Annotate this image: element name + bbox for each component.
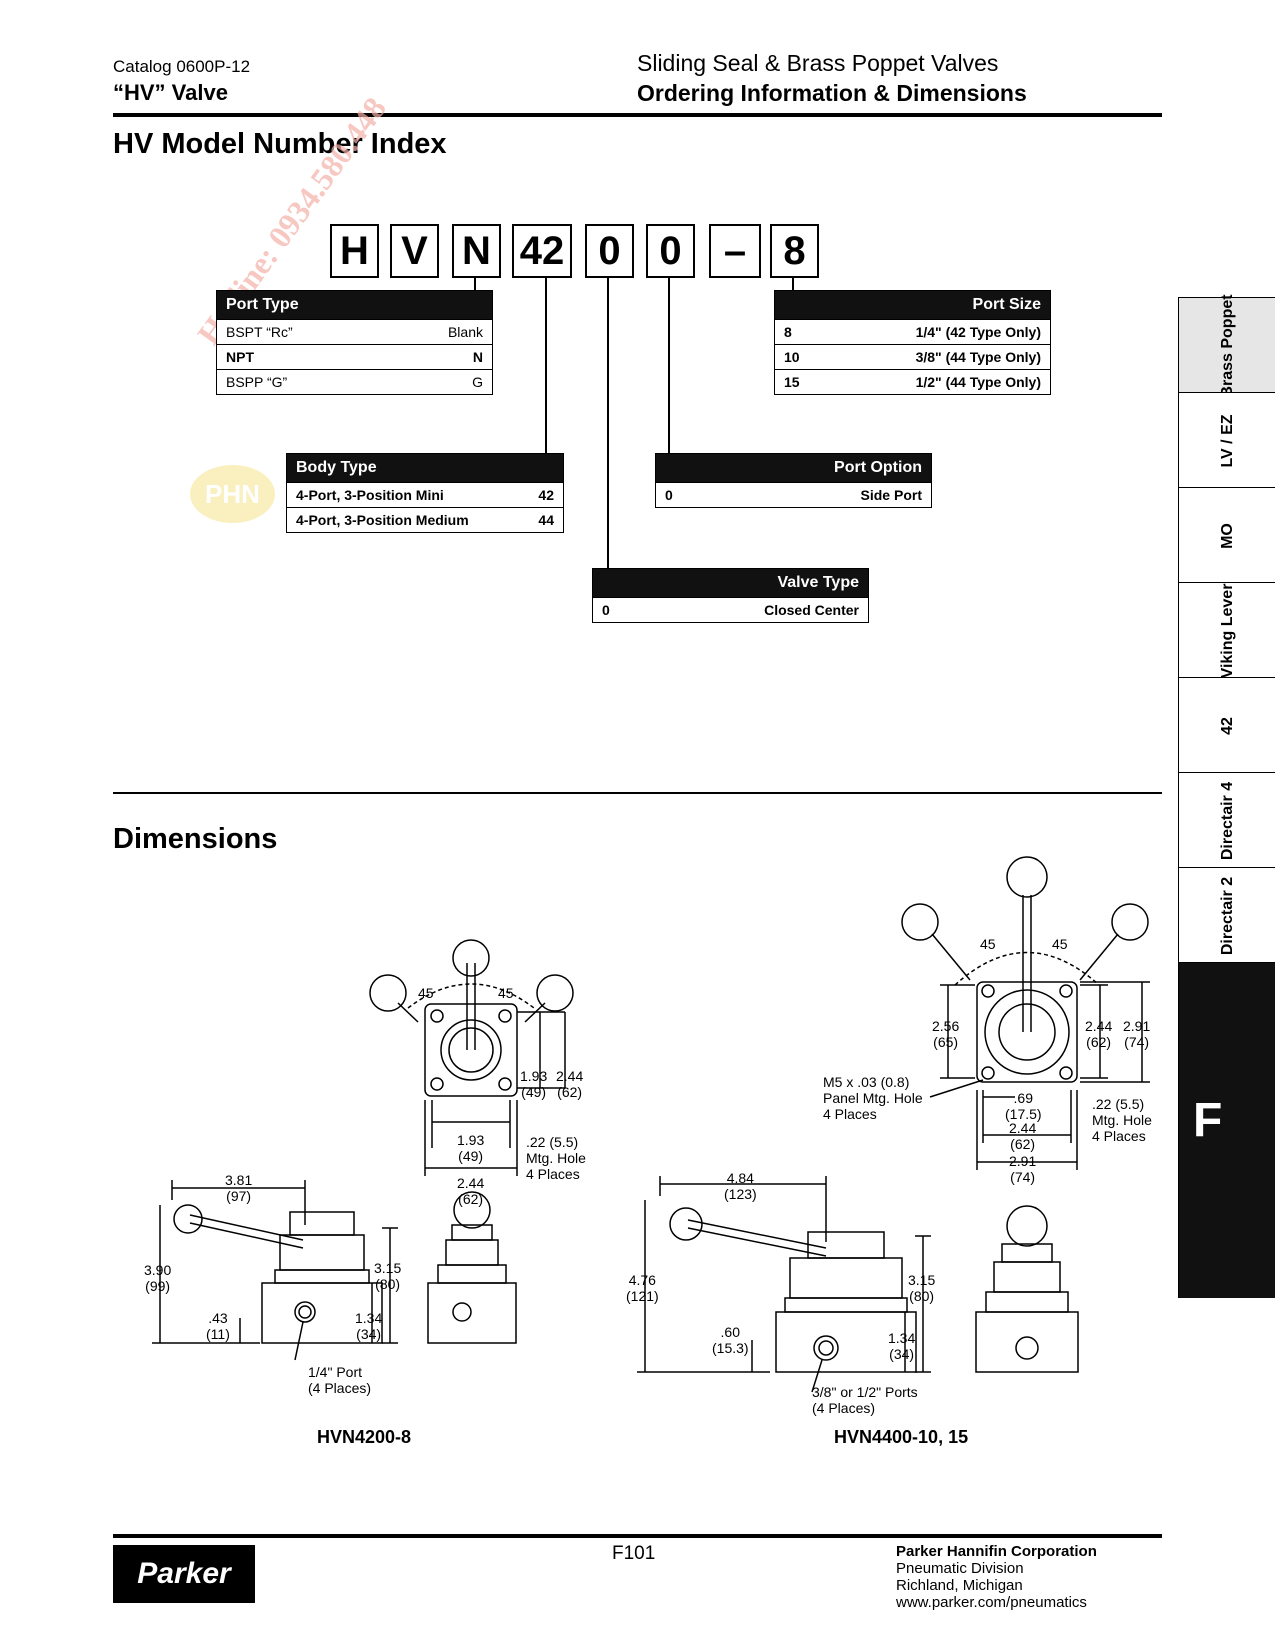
footer-rule <box>113 1534 1162 1538</box>
right-dim-3: 2.91(74) <box>1123 1018 1151 1050</box>
right-dim-5: 2.44(62) <box>1009 1120 1037 1152</box>
left-angle-b: 45 <box>498 985 514 1001</box>
tab-mo[interactable]: MO <box>1178 487 1275 583</box>
tab-brass-poppet[interactable]: Brass Poppet <box>1178 294 1275 397</box>
left-dim-1: 1.93(49) <box>520 1068 548 1100</box>
port-size-header: Port Size <box>775 291 1050 319</box>
corporate-address: Parker Hannifin Corporation Pneumatic Di… <box>896 1543 1097 1611</box>
tab-lv-ez[interactable]: LV / EZ <box>1178 392 1275 488</box>
right-caption: HVN4400-10, 15 <box>834 1427 969 1447</box>
corp-name: Parker Hannifin Corporation <box>896 1543 1097 1560</box>
corp-city: Richland, Michigan <box>896 1577 1023 1594</box>
left-width: 3.81(97) <box>225 1172 253 1204</box>
left-dim-2: 2.44(62) <box>556 1068 584 1100</box>
tab-directair-4[interactable]: Directair 4 <box>1178 772 1275 868</box>
left-dim-3: 1.93(49) <box>457 1132 485 1164</box>
right-height: 4.76(121) <box>626 1272 659 1304</box>
page-number: F101 <box>612 1543 656 1564</box>
code-box-port-size: 8 <box>770 224 819 278</box>
tab-directair-2[interactable]: Directair 2 <box>1178 867 1275 963</box>
left-dim-4: 2.44(62) <box>457 1175 485 1207</box>
product-name: “HV” Valve <box>113 80 228 105</box>
corp-division: Pneumatic Division <box>896 1560 1024 1577</box>
right-front-body <box>975 1311 1079 1373</box>
right-height-4: .60(15.3) <box>712 1324 749 1356</box>
left-top-knob <box>452 939 490 977</box>
body-type-header: Body Type <box>287 454 563 482</box>
right-top-body <box>976 981 1078 1083</box>
watermark-logo: PHN <box>190 465 275 523</box>
code-box-v: V <box>390 224 439 278</box>
right-width: 4.84(123) <box>724 1170 757 1202</box>
code-box-port-option: 0 <box>646 224 695 278</box>
port-type-header: Port Type <box>217 291 492 319</box>
model-index-title: HV Model Number Index <box>113 128 447 160</box>
left-height: 3.90(99) <box>144 1262 172 1294</box>
right-height-3: 1.34(34) <box>888 1330 916 1362</box>
connector-port-option <box>668 277 670 454</box>
right-angle-b: 45 <box>1052 936 1068 952</box>
dimensions-title: Dimensions <box>113 823 278 855</box>
tab-42[interactable]: 42 <box>1178 677 1275 773</box>
code-box-body-type: 42 <box>512 224 572 278</box>
right-top-dial <box>984 989 1070 1075</box>
right-top-knob <box>1006 856 1048 898</box>
left-height-4: .43(11) <box>206 1310 230 1342</box>
code-box-valve-type: 0 <box>585 224 634 278</box>
right-port-note: 3/8" or 1/2" Ports(4 Places) <box>812 1384 918 1416</box>
tab-viking-lever[interactable]: Viking Lever <box>1178 582 1275 678</box>
corp-url[interactable]: www.parker.com/pneumatics <box>896 1594 1087 1611</box>
right-dim-4: .69(17.5) <box>1005 1090 1042 1122</box>
right-height-2: 3.15(80) <box>908 1272 936 1304</box>
port-option-header: Port Option <box>656 454 931 482</box>
left-caption: HVN4200-8 <box>317 1427 412 1447</box>
left-height-3: 1.34(34) <box>355 1310 383 1342</box>
left-height-2: 3.15(80) <box>374 1260 402 1292</box>
left-front-body <box>427 1282 517 1344</box>
connector-body-type <box>545 277 547 454</box>
code-box-port-type: N <box>452 224 501 278</box>
connector-port-size <box>792 277 794 292</box>
connector-port-type <box>474 277 476 292</box>
left-top-dial <box>440 1019 502 1081</box>
section-title: Sliding Seal & Brass Poppet Valves <box>637 50 999 76</box>
code-box-dash: – <box>709 224 761 278</box>
left-top-body <box>424 1003 518 1097</box>
right-angle-a: 45 <box>980 936 996 952</box>
dimension-drawings <box>152 856 1150 1393</box>
catalog-number: Catalog 0600P-12 <box>113 57 251 76</box>
left-angle-a: 45 <box>418 985 434 1001</box>
tab-f-active[interactable]: F <box>1178 962 1275 1298</box>
connector-valve-type <box>607 277 609 569</box>
section-subtitle: Ordering Information & Dimensions <box>637 80 1027 106</box>
table-row: BSPT “Rc”Blank <box>217 319 492 344</box>
parker-logo: Parker <box>113 1545 255 1603</box>
code-box-h: H <box>330 224 379 278</box>
table-row: BSPP “G”G <box>217 369 492 394</box>
right-dim-6: 2.91(74) <box>1009 1153 1037 1185</box>
header-rule <box>113 113 1162 117</box>
section-divider <box>113 792 1162 794</box>
left-port-note: 1/4" Port(4 Places) <box>308 1364 372 1396</box>
valve-type-header: Valve Type <box>593 569 868 597</box>
right-dim-1: 2.56(65) <box>932 1018 960 1050</box>
right-dim-2: 2.44(62) <box>1085 1018 1113 1050</box>
